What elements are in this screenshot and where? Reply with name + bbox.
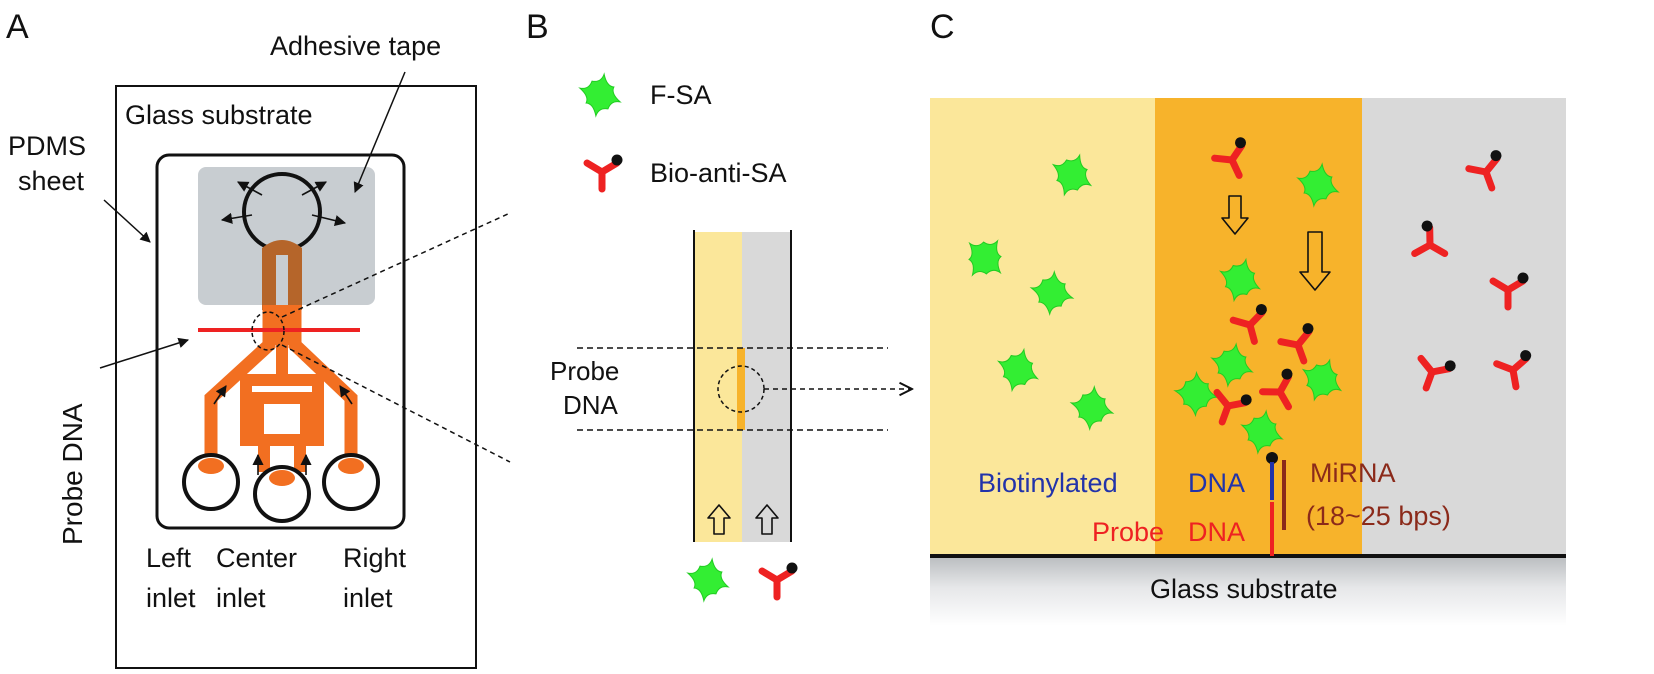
probe-label-line1: Probe — [550, 356, 619, 386]
inlet-bio-icon — [762, 563, 798, 598]
stream-gray — [1362, 98, 1566, 556]
probe-dna-c-label-1: Probe — [1092, 517, 1164, 547]
panel-c-letter: C — [930, 8, 955, 46]
panel-a-letter: A — [6, 8, 29, 46]
flow-arrow-c2 — [1299, 231, 1331, 291]
right-inlet-label-2: inlet — [343, 583, 393, 613]
probe-dna-label-vertical: Probe DNA — [57, 403, 88, 545]
glass-substrate-c-label: Glass substrate — [1150, 574, 1338, 604]
legend-fsa-label: F-SA — [650, 80, 712, 110]
right-inlet-circle — [322, 453, 380, 511]
center-inlet-label-2: inlet — [216, 583, 266, 613]
biotin-dot — [1266, 452, 1278, 464]
panel-b-letter: B — [526, 8, 549, 46]
panel-b: B F-SA Bio-anti-SA Probe DNA — [526, 8, 912, 603]
biotinylated-label-1: Biotinylated — [978, 468, 1118, 498]
mirna-label-1: MiRNA — [1310, 458, 1396, 488]
pdms-sheet-outline — [155, 153, 406, 530]
adhesive-tape-label: Adhesive tape — [270, 31, 441, 61]
pdms-label-line2: sheet — [18, 166, 85, 196]
panel-c: C Glass substrate — [930, 8, 1566, 626]
glass-substrate-label: Glass substrate — [125, 100, 313, 130]
channel-brown-right — [288, 250, 302, 310]
legend-fsa-icon — [577, 72, 623, 118]
probe-dna-pointer — [99, 337, 190, 369]
fsa-2 — [967, 240, 1003, 276]
inlet-flow-arrows — [213, 385, 353, 475]
stream-orange — [1155, 98, 1362, 556]
panel-a: A Adhesive tape Glass substrate PDMS she… — [6, 8, 511, 669]
channel-b-gray — [742, 232, 790, 542]
center-inlet-label-1: Center — [216, 543, 297, 573]
mirna-label-2: (18~25 bps) — [1306, 501, 1451, 531]
stream-yellow — [930, 98, 1155, 556]
inlet-fsa-icon — [685, 557, 731, 603]
channel-b-orange-stream — [737, 348, 745, 430]
adhesive-tape-pointer — [353, 71, 406, 193]
adhesive-tape-area — [198, 167, 375, 305]
legend-bio-icon — [587, 155, 623, 190]
left-inlet-label-1: Left — [146, 543, 192, 573]
left-inlet-circle — [182, 453, 240, 511]
zoom-line-bottom — [281, 344, 511, 463]
biotinylated-label-2: DNA — [1188, 468, 1245, 498]
legend-bio-label: Bio-anti-SA — [650, 158, 787, 188]
right-inlet-label-1: Right — [343, 543, 407, 573]
glass-substrate-c — [930, 556, 1566, 626]
pdms-pointer — [103, 199, 151, 243]
zoom-line-top — [281, 212, 511, 318]
center-channel-box — [252, 392, 312, 446]
channel-brown-left — [262, 250, 276, 310]
zoom-circle-a — [251, 311, 285, 351]
outlet-flow-arrows — [220, 181, 347, 227]
probe-label-line2: DNA — [563, 390, 619, 420]
pdms-label-line1: PDMS — [8, 131, 86, 161]
probe-dna-c-label-2: DNA — [1188, 517, 1245, 547]
left-inlet-label-2: inlet — [146, 583, 196, 613]
glass-substrate-outline — [115, 85, 477, 669]
center-inlet-circle — [253, 465, 311, 523]
